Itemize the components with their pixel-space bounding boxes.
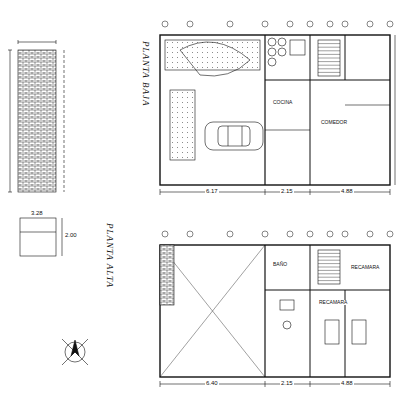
ground-floor-plan <box>160 35 395 195</box>
plan-label: 2.00 <box>64 232 78 238</box>
plan-label: RECAMARA <box>350 265 380 270</box>
plan-label: 6.17 <box>205 188 219 194</box>
car <box>205 122 263 150</box>
plan-title: PLANTA ALTA <box>105 222 114 289</box>
plan-label: BAÑO <box>272 262 288 267</box>
plan-label: 4.88 <box>340 380 354 386</box>
plan-label: 3.28 <box>30 210 44 216</box>
plan-label: COCINA <box>272 100 293 105</box>
plan-label: 4.88 <box>340 188 354 194</box>
bed <box>325 320 339 344</box>
plan-title: PLANTA BAJA <box>141 40 150 107</box>
bed <box>352 320 366 344</box>
detail-plan <box>20 218 56 256</box>
roof-plan <box>18 50 56 192</box>
plan-label: 2.15 <box>280 188 294 194</box>
plan-label: RECAMARA <box>318 300 348 305</box>
north-arrow <box>62 339 88 365</box>
upper-floor-plan <box>160 245 390 387</box>
stairs <box>318 250 340 284</box>
stairs <box>318 40 340 76</box>
plan-label: 6.40 <box>205 380 219 386</box>
plan-label: COMEDOR <box>320 120 348 125</box>
plan-label: 2.15 <box>280 380 294 386</box>
